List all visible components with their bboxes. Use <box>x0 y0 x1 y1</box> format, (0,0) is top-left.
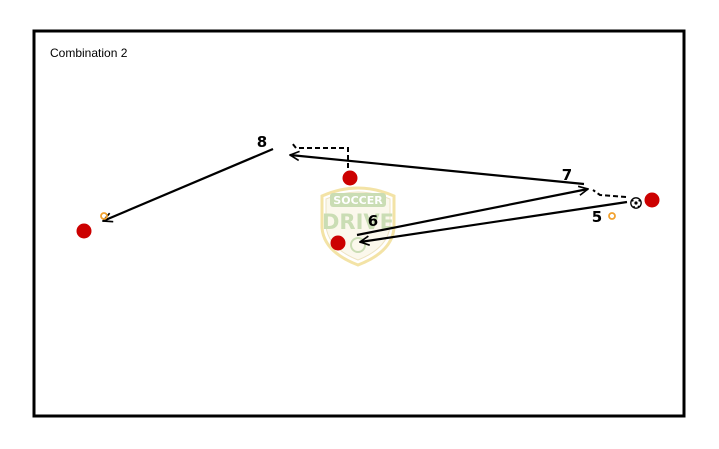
step-label-7: 7 <box>562 166 572 184</box>
step-label-6: 6 <box>368 212 378 230</box>
watermark-line1: SOCCER <box>333 194 383 207</box>
cone-left <box>100 212 108 220</box>
player-center-bottom <box>330 235 346 251</box>
step-label-5: 5 <box>592 208 602 226</box>
pass-line-6 <box>356 189 588 237</box>
pass-line-7 <box>290 155 585 186</box>
diagram-title: Combination 2 <box>50 46 128 60</box>
soccer-drive-watermark: SOCCER DRIVE <box>320 186 396 267</box>
soccer-ball-icon <box>630 197 642 209</box>
player-center-top <box>342 170 358 186</box>
cone-right <box>608 212 616 220</box>
step-label-8: 8 <box>257 133 267 151</box>
pass-line-8 <box>103 147 274 221</box>
run-line-top <box>291 142 349 168</box>
pass-line-5 <box>360 200 628 242</box>
player-right <box>644 192 660 208</box>
field-boundary <box>32 29 686 418</box>
run-line-right <box>592 189 627 198</box>
player-left <box>76 223 92 239</box>
